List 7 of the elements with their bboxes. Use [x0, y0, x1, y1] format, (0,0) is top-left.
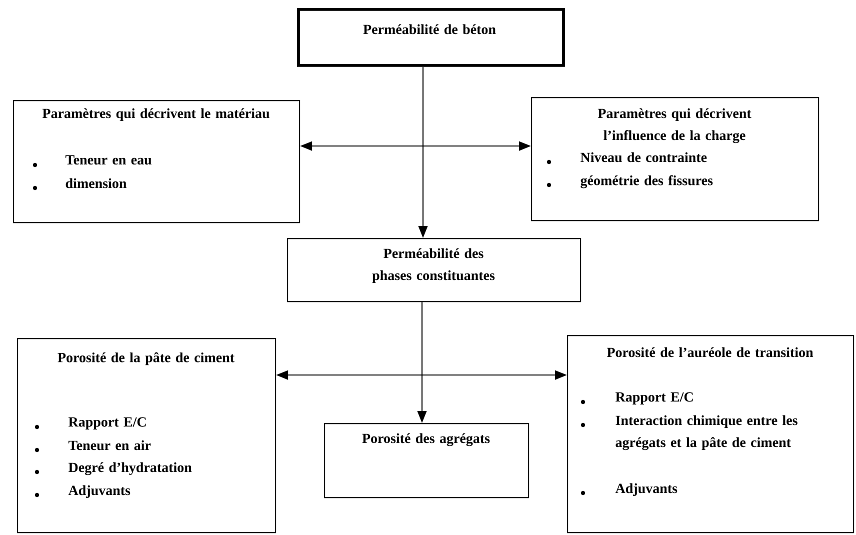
process-box: Porosité des agrégats [324, 423, 530, 498]
process-box: Paramètres qui décrivent l’influence de la charge Niveau de contrainte géométrie des fissures [531, 97, 820, 222]
process-box: Porosité de l’auréole de transition Rapport E/C Interaction chimique entre les agrégats et la pâte de ciment Adjuvants [567, 335, 854, 534]
process-box: Porosité de la pâte de ciment Rapport E/C Teneur en air Degré d’hydratation Adjuvants [17, 338, 276, 534]
process-box: Paramètres qui décrivent le matériau Teneur en eau dimension [13, 100, 300, 224]
title-box: Perméabilité de béton [297, 8, 565, 67]
process-box: Perméabilité des phases constituantes [287, 238, 582, 302]
